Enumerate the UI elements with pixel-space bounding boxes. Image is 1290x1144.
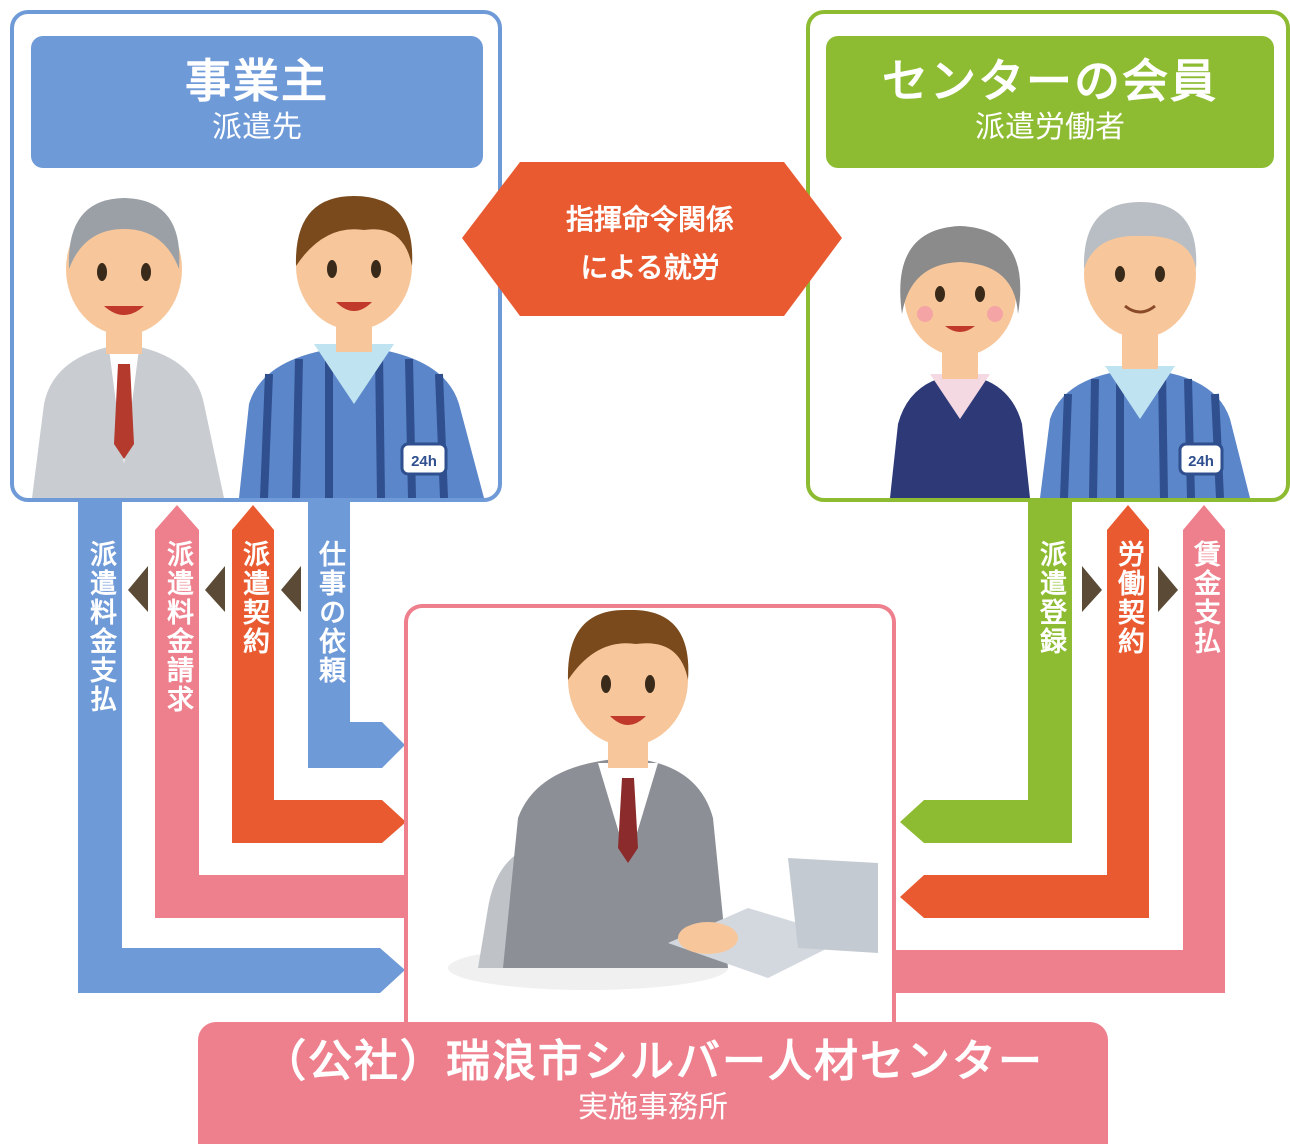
office-worker-illustration (448, 609, 878, 990)
label-contract: 派遣契約 (238, 540, 269, 656)
flow-registration-arrow (900, 495, 1072, 843)
flow-contract-arrow (232, 505, 406, 843)
label-wage-payment: 賃金支払 (1189, 540, 1220, 656)
member-header: センターの会員 派遣労働者 (826, 36, 1274, 168)
employer-header: 事業主 派遣先 (31, 36, 483, 168)
flow-labor-contract-arrow (900, 505, 1149, 918)
dir-triangle-1 (128, 566, 148, 612)
relation-label: 指揮命令関係 による就労 (520, 196, 780, 292)
elder-worker-figure: 24h (1040, 202, 1250, 498)
employer-badge: 24h (411, 453, 437, 470)
label-labor-contract: 労働契約 (1113, 540, 1144, 656)
dir-triangle-3 (281, 566, 301, 612)
label-request: 仕事の依頼 (314, 540, 345, 685)
employer-people-illustration: 24h (32, 196, 484, 498)
flow-payment-arrow (78, 495, 405, 993)
relation-line2: による就労 (580, 251, 720, 284)
relation-line1: 指揮命令関係 (565, 203, 734, 236)
member-badge: 24h (1188, 453, 1214, 470)
relation-hexagon (462, 162, 842, 316)
flow-wage-arrow (895, 505, 1225, 993)
flow-billing-arrow (155, 505, 408, 918)
member-subtitle: 派遣労働者 (975, 110, 1125, 145)
label-payment: 派遣料金支払 (85, 540, 116, 714)
member-people-illustration: 24h (890, 202, 1250, 498)
center-header: （公社）瑞浪市シルバー人材センター 実施事務所 (198, 1022, 1108, 1144)
dir-triangle-5 (1158, 566, 1178, 612)
center-office-panel (404, 604, 896, 1038)
worker-figure: 24h (239, 196, 484, 498)
manager-figure (32, 198, 224, 498)
center-title: （公社）瑞浪市シルバー人材センター (262, 1036, 1044, 1087)
label-registration: 派遣登録 (1035, 540, 1066, 656)
employer-panel: 事業主 派遣先 (10, 10, 502, 502)
dir-triangle-2 (205, 566, 225, 612)
employer-subtitle: 派遣先 (212, 110, 302, 145)
flow-request-arrow (308, 495, 405, 768)
member-panel: センターの会員 派遣労働者 (806, 10, 1290, 502)
employer-title: 事業主 (185, 54, 329, 108)
center-subtitle: 実施事務所 (578, 1090, 728, 1125)
member-title: センターの会員 (882, 54, 1218, 108)
elder-woman-figure (890, 226, 1030, 498)
dir-triangle-4 (1082, 566, 1102, 612)
label-billing: 派遣料金請求 (162, 540, 193, 714)
